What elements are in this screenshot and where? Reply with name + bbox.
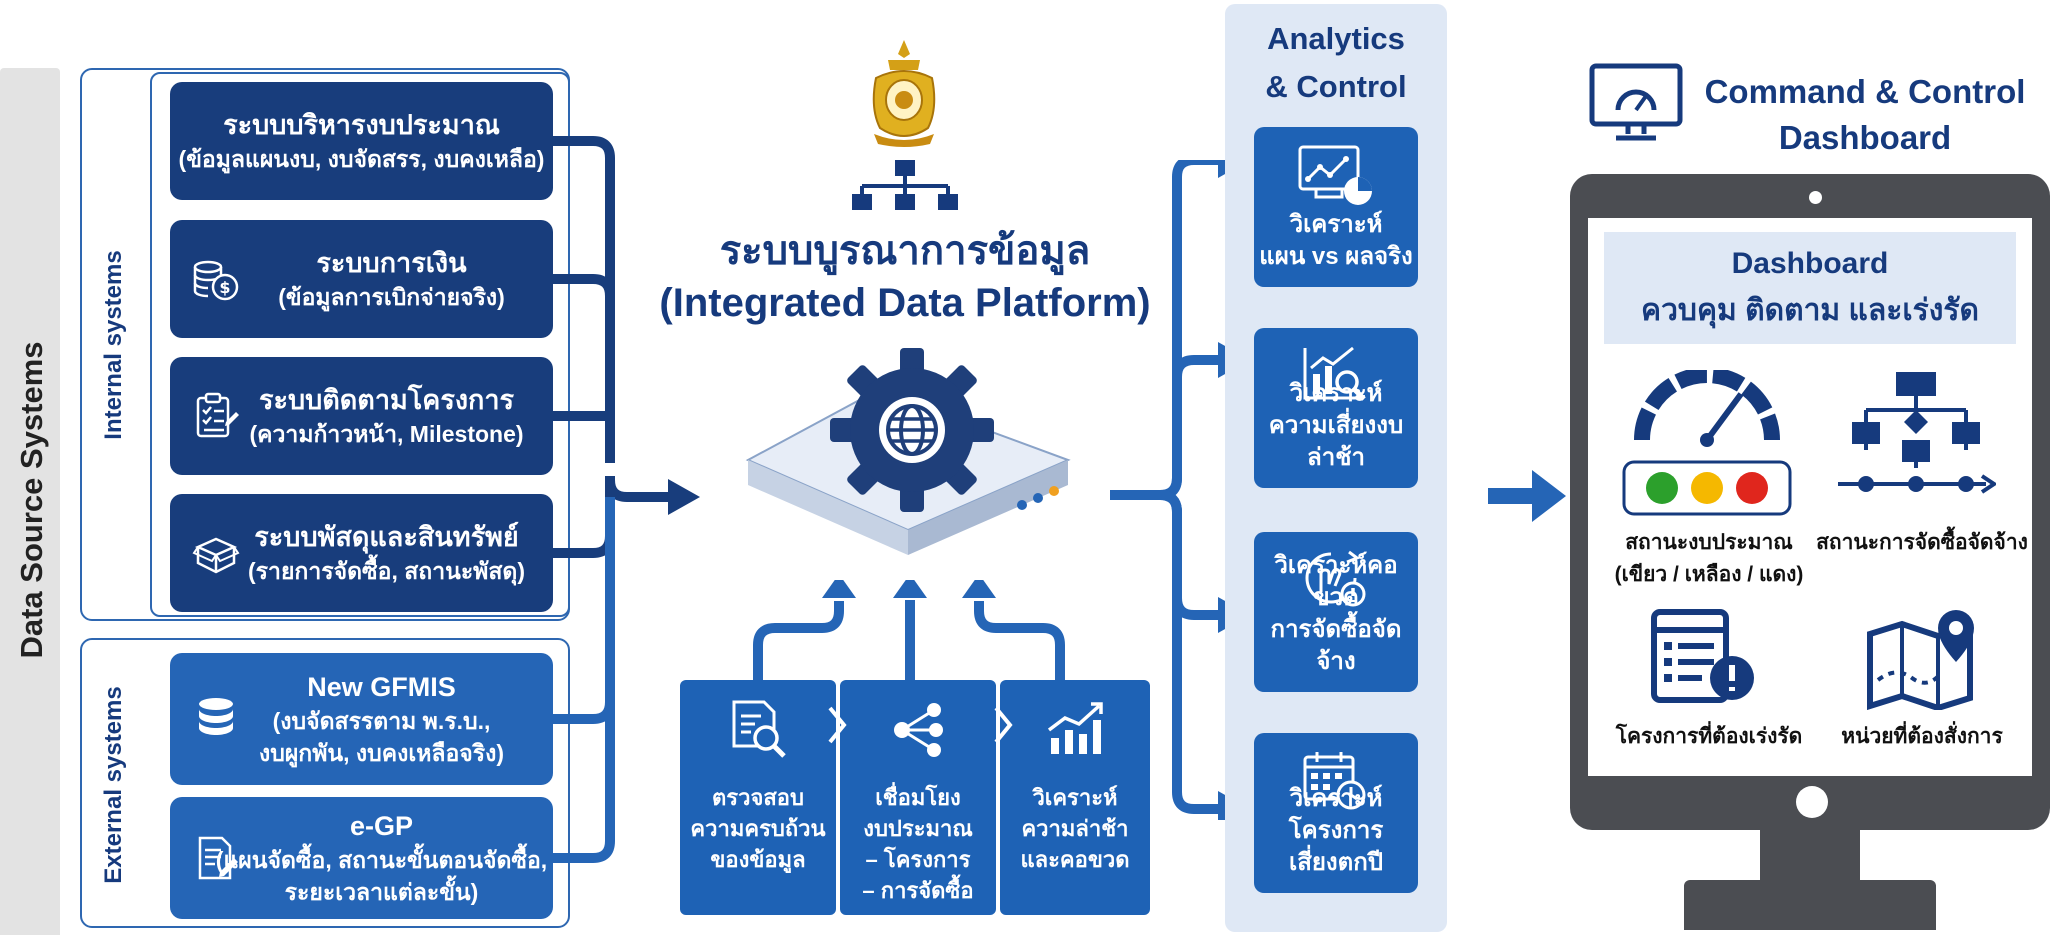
status-light-yellow [1691,472,1723,504]
process-linking-l4: – การจัดซื้อ [862,878,974,903]
analytics-card-project-risk[interactable]: วิเคราะห์โครงการ เสี่ยงตกปี [1254,733,1418,893]
document-edit-icon [198,836,238,880]
database-icon [199,698,233,735]
royal-emblem-icon [872,40,936,147]
status-light-green [1646,472,1678,504]
dash-units-command: หน่วยที่ต้องสั่งการ [1841,725,2003,748]
process-completeness-l1: ตรวจสอบ [712,785,804,810]
platform-title-th: ระบบบูรณาการข้อมูล [719,229,1091,273]
process-step-linking[interactable]: เชื่อมโยง งบประมาณ – โครงการ – การจัดซื้… [840,680,996,915]
monitor-stand-base [1684,880,1936,930]
finance-system-box[interactable]: $ ระบบการเงิน (ข้อมูลการเบิกจ่ายจริง) [170,220,553,338]
analytics-card-3-l1: วิเคราะห์คอขวด [1274,552,1398,611]
budget-system-sub: (ข้อมูลแผนงบ, งบจัดสรร, งบคงเหลือ) [178,146,545,172]
process-step-analysis[interactable]: วิเคราะห์ ความล่าช้า และคอขวด [1000,680,1150,915]
dash-budget-status-l1: สถานะงบประมาณ [1625,531,1793,554]
dashboard-title-2: ควบคุม ติดตาม และเร่งรัด [1641,294,1979,327]
budget-system-box[interactable]: ระบบบริหารงบประมาณ (ข้อมูลแผนงบ, งบจัดสร… [170,82,553,200]
procurement-asset-title: ระบบพัสดุและสินทรัพย์ [254,522,519,552]
process-linking-l3: – โครงการ [865,847,971,872]
hierarchy-icon [852,160,958,210]
process-step-completeness[interactable]: ตรวจสอบ ความครบถ้วน ของข้อมูล [680,680,836,915]
hand-alert-icon [1305,550,1366,607]
monitor-gauge-icon [1589,63,1683,141]
project-tracking-box[interactable]: ระบบติดตามโครงการ (ความก้าวหน้า, Milesto… [170,357,553,475]
to-dashboard-arrow [1488,470,1566,522]
analytics-card-2-l2: ความเสี่ยงงบล่าช้า [1268,412,1404,471]
gfmis-title: New GFMIS [307,672,456,702]
box-icon [192,537,240,574]
analytics-card-budget-risk[interactable]: วิเคราะห์ ความเสี่ยงงบล่าช้า [1254,328,1418,488]
source-connectors [553,136,700,863]
analytics-card-1-l1: วิเคราะห์ [1289,211,1383,238]
dash-projects-expedite: โครงการที่ต้องเร่งรัด [1615,725,1803,748]
bar-chart-up-icon [1047,702,1103,754]
process-linking-l2: งบประมาณ [863,816,973,841]
coins-icon: $ [193,260,239,301]
document-search-icon [732,700,786,758]
svg-text:$: $ [219,278,230,297]
dashboard-title-1: Dashboard [1731,247,1889,280]
egp-title: e-GP [349,811,414,841]
external-systems-label: External systems [100,686,127,884]
dash-budget-status-l2: (เขียว / เหลือง / แดง) [1614,563,1804,586]
project-tracking-sub: (ความก้าวหน้า, Milestone) [249,421,524,447]
clipboard-checklist-icon [196,392,239,438]
egp-box[interactable]: e-GP (แผนจัดซื้อ, สถานะขั้นตอนจัดซื้อ, ร… [170,797,553,919]
analytics-card-procurement-bottleneck[interactable]: วิเคราะห์คอขวด การจัดซื้อจัดจ้าง [1254,532,1418,692]
dash-procurement-status: สถานะการจัดซื้อจัดจ้าง [1816,531,2028,554]
gfmis-sub-1: (งบจัดสรรตาม พ.ร.บ., [272,708,491,734]
data-source-band [0,68,60,935]
analytics-card-1-l2: แผน vs ผลจริง [1259,243,1413,270]
chart-magnifier-icon [1303,346,1366,401]
gfmis-box[interactable]: New GFMIS (งบจัดสรรตาม พ.ร.บ., งบผูกพัน,… [170,653,553,785]
project-tracking-title: ระบบติดตามโครงการ [258,385,515,415]
gfmis-sub-2: งบผูกพัน, งบคงเหลือจริง) [259,740,504,766]
dashboard-header [1604,232,2016,344]
monitor-chart-icon [1298,145,1372,205]
data-source-label: Data Source Systems [14,341,49,659]
list-alert-icon [1651,609,1754,703]
analytics-card-plan-vs-actual[interactable]: วิเคราะห์ แผน vs ผลจริง [1254,127,1418,287]
calendar-clock-icon [1303,752,1366,810]
process-chevrons [828,706,1013,744]
analytics-title-2: & Control [1265,69,1407,104]
budget-system-title: ระบบบริหารงบประมาณ [223,110,500,140]
monitor-camera [1809,191,1822,204]
finance-system-sub: (ข้อมูลการเบิกจ่ายจริง) [278,284,505,310]
command-title-1: Command & Control [1704,73,2026,110]
server-gear-globe-icon [745,348,1071,555]
status-light-red [1736,472,1768,504]
platform-title-en: (Integrated Data Platform) [659,281,1151,325]
monitor-stand-neck [1760,830,1860,882]
process-completeness-l3: ของข้อมูล [710,847,806,872]
analytics-card-3-l2: การจัดซื้อจัดจ้าง [1270,616,1402,675]
egp-sub-2: ระยะเวลาแต่ละขั้น) [284,879,479,905]
procurement-asset-box[interactable]: ระบบพัสดุและสินทรัพย์ (รายการจัดซื้อ, สถ… [170,494,553,612]
analytics-card-2-l1: วิเคราะห์ [1289,380,1383,407]
command-title-2: Dashboard [1778,119,1952,156]
process-linking-l1: เชื่อมโยง [875,785,961,810]
monitor-power-button[interactable] [1796,786,1828,818]
map-pin-icon [1867,610,1974,710]
finance-system-title: ระบบการเงิน [316,248,467,278]
procurement-asset-sub: (รายการจัดซื้อ, สถานะพัสดุ) [248,558,525,584]
process-completeness-l2: ความครบถ้วน [690,816,826,841]
share-nodes-icon [894,703,943,757]
internal-systems-label: Internal systems [100,250,127,440]
process-analysis-l1: วิเคราะห์ [1032,785,1118,810]
analytics-card-4-l2: เสี่ยงตกปี [1289,849,1383,876]
egp-sub-1: (แผนจัดซื้อ, สถานะขั้นตอนจัดซื้อ, [215,847,548,873]
gauge-traffic-light-icon [1622,370,1792,516]
processing-up-arrows [753,580,1065,690]
process-flow-icon [1838,372,1996,494]
analytics-card-4-l1: วิเคราะห์โครงการ [1288,785,1384,844]
process-analysis-l3: และคอขวด [1020,847,1130,872]
analytics-title-1: Analytics [1267,21,1405,56]
process-analysis-l2: ความล่าช้า [1021,816,1129,841]
